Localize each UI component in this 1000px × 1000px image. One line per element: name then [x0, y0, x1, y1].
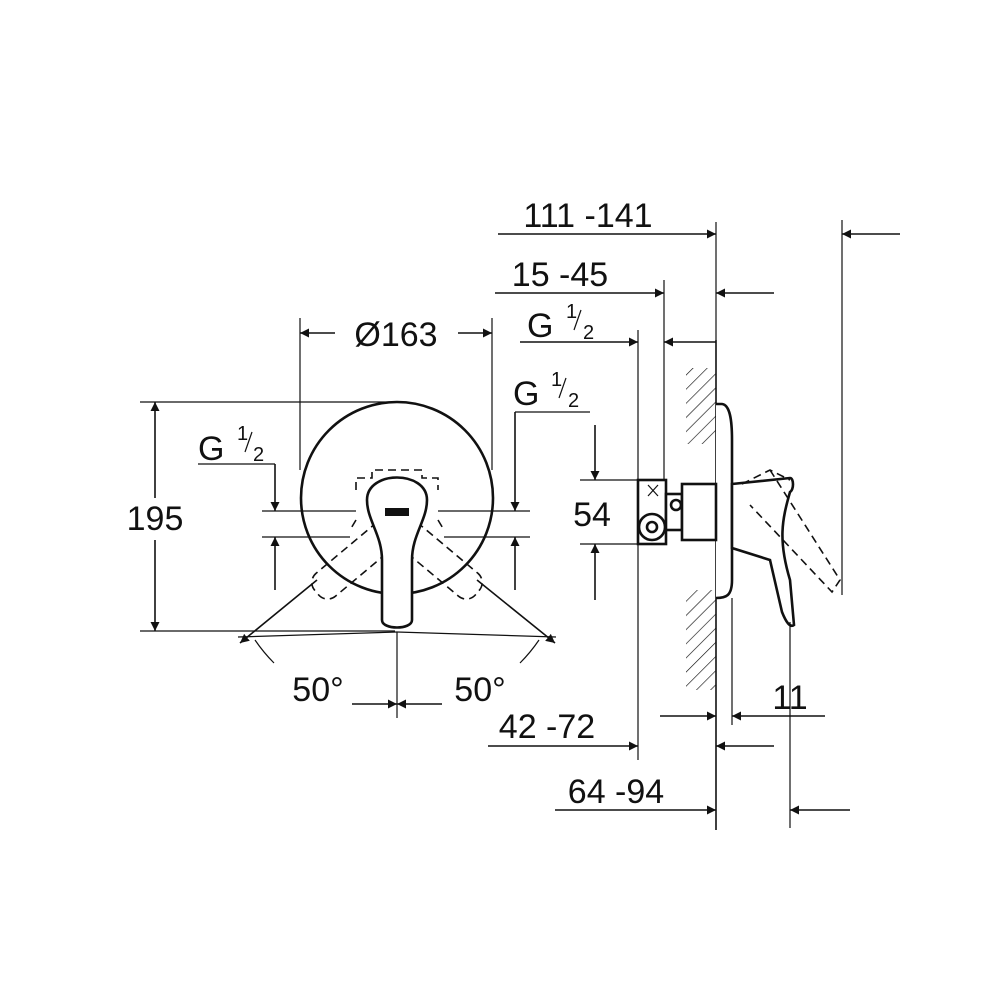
angle-left-label: 50°	[292, 671, 343, 709]
valve-body-hidden	[349, 469, 445, 531]
dim-42-72-label: 42 -72	[499, 708, 595, 746]
side-view: 111 -141 15 -45 G 1 2 54 11 42 -72 64 -	[488, 197, 900, 830]
handle	[365, 476, 429, 629]
svg-text:1: 1	[551, 369, 562, 391]
cover-plate-profile	[715, 402, 734, 600]
svg-text:G: G	[513, 375, 539, 413]
dim-64-94-label: 64 -94	[568, 773, 664, 811]
dim-11-label: 11	[772, 679, 807, 717]
handle-profile	[730, 476, 796, 628]
svg-text:1: 1	[566, 301, 577, 323]
svg-text:G: G	[527, 307, 553, 345]
handle-profile-hidden	[741, 469, 841, 594]
svg-text:2: 2	[583, 322, 594, 344]
svg-text:2: 2	[568, 390, 579, 412]
thread-right-label: G 1 2	[513, 369, 579, 413]
thread-left-label: G 1 2	[198, 423, 264, 468]
front-view: Ø163 195 G 1 2 G 1 2	[118, 316, 590, 718]
valve-cartridge	[680, 482, 718, 542]
svg-text:2: 2	[253, 444, 264, 466]
diameter-label: Ø163	[354, 316, 437, 354]
dim-total-label: 111 -141	[523, 197, 652, 235]
svg-text:G: G	[198, 430, 224, 468]
svg-text:1: 1	[237, 423, 248, 445]
height-label: 195	[127, 500, 184, 538]
handle-marker	[385, 508, 409, 516]
dim-54-label: 54	[573, 496, 611, 534]
wall-upper	[686, 368, 716, 444]
angle-right-label: 50°	[454, 671, 505, 709]
side-thread-label: G 1 2	[527, 301, 594, 345]
dim-wall-label: 15 -45	[512, 256, 608, 294]
wall-lower	[686, 590, 716, 690]
